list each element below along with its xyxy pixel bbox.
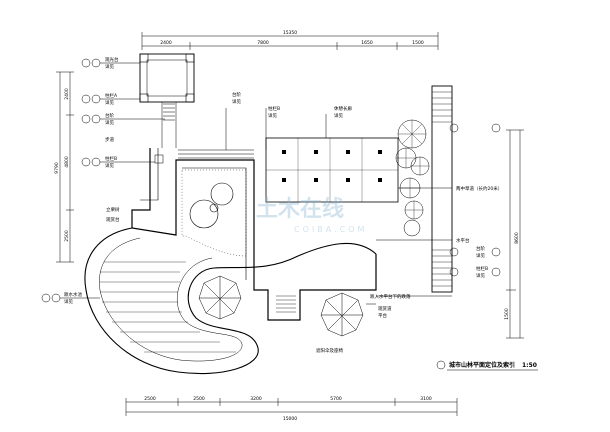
label-pool-ref: 详见 (64, 298, 73, 305)
upper-steps (178, 149, 254, 159)
label-step-top: 台阶 (232, 91, 241, 98)
drawing-title: 城市山林平面定位及索引 (449, 361, 515, 369)
walkway-stairs (154, 102, 177, 164)
umbrella-right (320, 292, 364, 337)
dim-top-total: 15350 (283, 30, 297, 36)
label-rail: 台阶 (105, 112, 114, 119)
label-post-b-ref: 详见 (105, 162, 114, 169)
label-trellis-right: 柱栏B (476, 265, 488, 272)
label-step-right: 台阶 (476, 245, 485, 252)
label-post-a-ref: 详见 (105, 99, 114, 106)
label-trellis-top: 柱栏B (268, 105, 280, 112)
label-post-b: 柱栏B (105, 155, 117, 162)
dim-top-seg-4: 1500 (412, 40, 424, 46)
pool-outline (84, 227, 377, 375)
right-retaining-wall (431, 85, 453, 293)
left-dimension-chain (56, 71, 74, 263)
dim-bottom-seg-3: 3200 (250, 396, 262, 402)
label-trellis-top-ref: 详见 (268, 112, 277, 119)
drawing-scale: 1:50 (522, 362, 537, 369)
index-markers (41, 58, 501, 370)
bamboo-spokes (396, 120, 429, 219)
label-tree: 立栗树 (106, 206, 120, 213)
watermark-main: 土木在线 (256, 196, 344, 222)
label-water-platform: 水平台 (456, 237, 470, 244)
label-trellis-right-ref: 详见 (476, 272, 485, 279)
dim-top-seg-3: 1650 (361, 40, 373, 46)
dim-bottom-seg-2: 2500 (193, 396, 205, 402)
watermark-sub: COIBA.COM (294, 225, 367, 234)
top-dimension-chain (141, 32, 439, 50)
dim-bottom-total: 15000 (283, 416, 297, 422)
bamboo-clumps (395, 119, 430, 237)
label-pergola: 休憩长廊 (334, 105, 352, 112)
wall-hatching (432, 91, 452, 287)
watermark: 土木在线 COIBA.COM (256, 196, 367, 234)
label-sunken: 观赏道 (378, 305, 392, 312)
feature-trees (189, 182, 234, 229)
label-sunken-platform: 平台 (378, 312, 387, 319)
dim-right-total: 8600 (514, 232, 520, 244)
label-post-a: 柱栏A (105, 92, 118, 99)
dim-left-seg-1: 2400 (64, 88, 70, 100)
umbrella-left (198, 275, 242, 320)
terrace-outline (131, 148, 377, 321)
dim-bottom-seg-5: 3100 (420, 396, 432, 402)
dim-top-seg-2: 7800 (257, 40, 269, 46)
label-pool: 跌水水池 (64, 291, 82, 298)
label-umbrella: 遮阳伞及座椅 (316, 347, 343, 354)
label-step-top-ref: 详见 (232, 98, 241, 105)
dim-right-seg-1: 1500 (504, 308, 510, 320)
bottom-dimension-chain (125, 398, 458, 416)
dim-bottom-seg-1: 2500 (144, 396, 156, 402)
label-pergola-ref: 详见 (334, 112, 343, 119)
right-dimension-chain (506, 129, 524, 339)
sunken-steps (276, 295, 296, 313)
label-rail-ref: 详见 (105, 119, 114, 126)
label-pavilion: 观光台 (105, 56, 119, 63)
pergola-posts (282, 150, 382, 182)
dim-left-total: 9790 (54, 162, 60, 174)
pergola (265, 137, 399, 203)
dim-left-seg-3: 2500 (64, 230, 70, 242)
label-pavilion-ref: 详见 (105, 63, 114, 70)
label-step-right-ref: 详见 (476, 252, 485, 259)
dim-bottom-seg-4: 5700 (330, 396, 342, 402)
pavilion (139, 53, 195, 103)
planting-area (181, 169, 247, 257)
dim-left-seg-2: 4800 (64, 156, 70, 168)
dim-top-seg-1: 2400 (160, 40, 172, 46)
label-drop: 跌入水平台下的跌落 (370, 293, 411, 300)
label-plant: 观赏台 (106, 216, 120, 223)
deck-boards (100, 261, 236, 353)
label-bamboo: 两中草道（长约20米） (456, 185, 502, 192)
label-stair: 步道 (105, 136, 114, 143)
